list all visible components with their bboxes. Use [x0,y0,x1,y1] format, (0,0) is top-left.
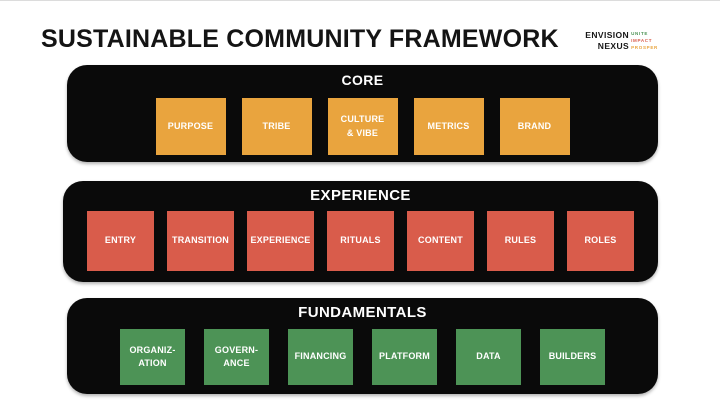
section-core-boxes: PURPOSE TRIBE CULTURE & VIBE METRICS BRA… [155,98,570,155]
box-metrics: METRICS [413,98,484,155]
box-builders: BUILDERS [540,329,605,385]
logo-tag-impact: IMPACT [631,37,653,43]
box-tribe: TRIBE [241,98,312,155]
section-fundamentals-boxes: ORGANIZ- ATION GOVERN- ANCE FINANCING PL… [120,329,605,385]
box-entry: ENTRY [87,211,154,271]
section-experience-boxes: ENTRY TRANSITION EXPERIENCE RITUALS CONT… [87,211,634,271]
box-brand: BRAND [499,98,570,155]
box-organization: ORGANIZ- ATION [120,329,185,385]
logo-tag-unite: UNITE [631,31,649,36]
box-data: DATA [456,329,521,385]
box-rituals: RITUALS [327,211,394,271]
box-experience: EXPERIENCE [247,211,314,271]
box-roles: ROLES [567,211,634,271]
logo-line-nexus: NEXUS [597,41,630,52]
box-content: CONTENT [407,211,474,271]
section-core-title: CORE [341,72,384,88]
section-experience-title: EXPERIENCE [310,187,411,204]
box-platform: PLATFORM [372,329,437,385]
box-culture-vibe: CULTURE & VIBE [327,98,398,155]
box-governance: GOVERN- ANCE [204,329,269,385]
logo-line-envision: ENVISION [585,30,630,40]
section-core: CORE PURPOSE TRIBE CULTURE & VIBE METRIC… [67,65,658,162]
logo-wordmark: ENVISION NEXUS [585,30,629,53]
box-purpose: PURPOSE [155,98,226,155]
box-transition: TRANSITION [167,211,234,271]
page-title: SUSTAINABLE COMMUNITY FRAMEWORK [41,25,559,53]
section-fundamentals: FUNDAMENTALS ORGANIZ- ATION GOVERN- ANCE… [67,298,658,394]
logo-tagwords: UNITE IMPACT PROSPER [631,30,658,52]
section-fundamentals-title: FUNDAMENTALS [298,304,427,321]
box-financing: FINANCING [288,329,353,385]
envision-nexus-logo: ENVISION NEXUS UNITE IMPACT PROSPER [585,30,658,53]
logo-tag-prosper: PROSPER [631,44,658,50]
box-rules: RULES [487,211,554,271]
section-experience: EXPERIENCE ENTRY TRANSITION EXPERIENCE R… [63,181,658,282]
